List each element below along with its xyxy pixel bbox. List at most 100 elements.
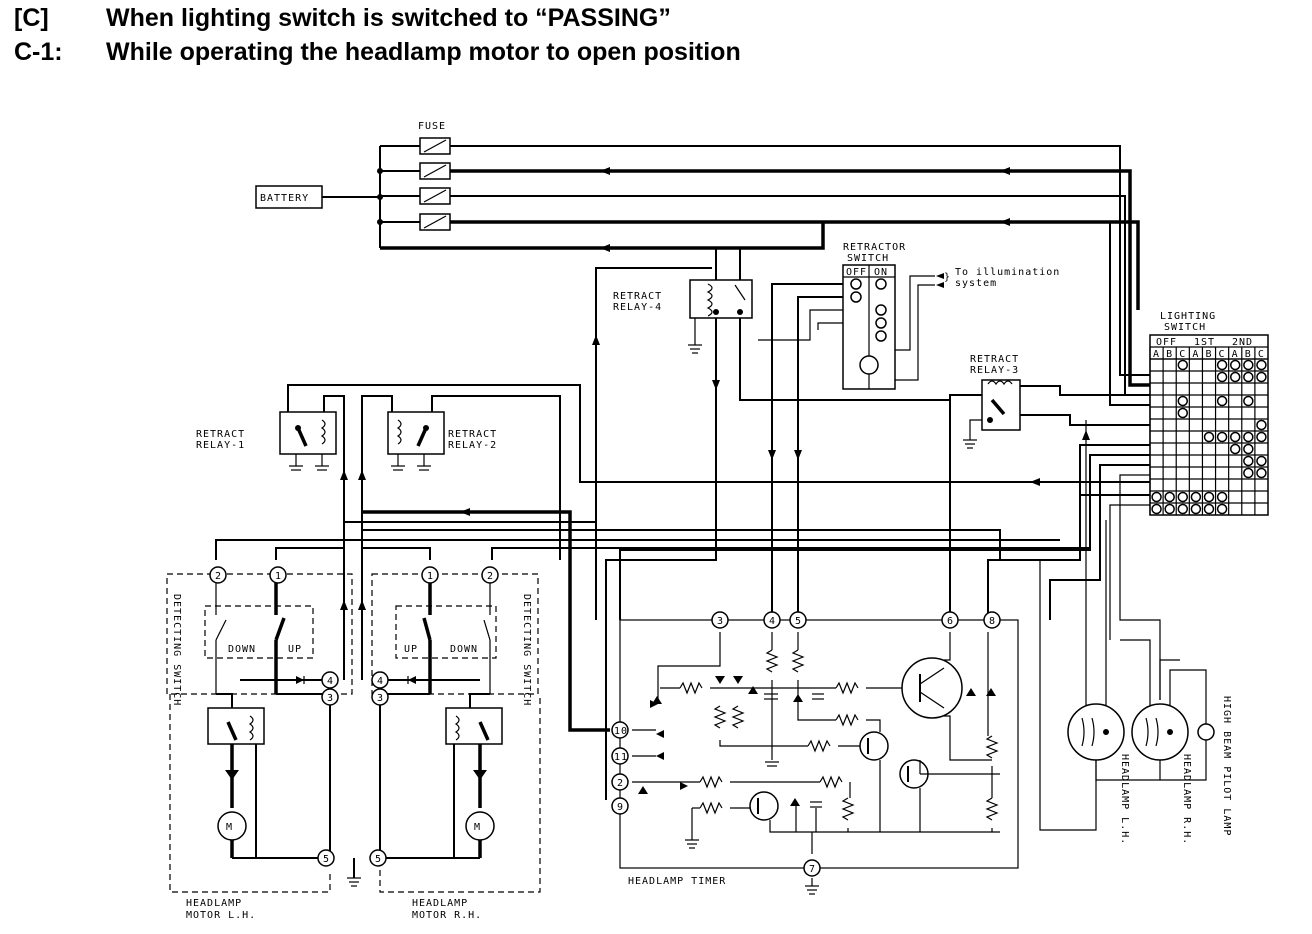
detecting-switch-label-lh: DETECTING SWITCH: [171, 594, 182, 706]
retract-relay-1-label-1: RETRACT: [196, 429, 245, 440]
terminal-number: 3: [377, 693, 384, 704]
motor-rh-label-1: HEADLAMP: [412, 898, 468, 909]
terminal-number: 2: [617, 778, 624, 789]
motor-lh-label-1: HEADLAMP: [186, 898, 242, 909]
terminal-number: 6: [947, 616, 954, 627]
detecting-switch-lh: DOWN UP DETECTING SWITCH: [166, 573, 353, 706]
fuse-label: FUSE: [418, 121, 446, 132]
terminal-circle: [269, 566, 287, 584]
heading-1-tag: [C]: [14, 4, 49, 32]
retractor-on-label: ON: [874, 267, 888, 278]
terminal-circle: [371, 688, 389, 706]
headlamp-motor-lh: M HEADLAMP MOTOR L.H.: [186, 707, 265, 921]
heading-1-text: When lighting switch is switched to “PAS…: [106, 4, 671, 32]
terminal-number: 3: [327, 693, 334, 704]
headlamp-rh-label: HEADLAMP R.H.: [1181, 754, 1192, 845]
terminal-circle: [317, 849, 335, 867]
terminal-circle: [321, 671, 339, 689]
ls-col-label: B: [1166, 349, 1173, 360]
terminal-circle: [481, 566, 499, 584]
retract-relay-1-label-2: RELAY-1: [196, 440, 245, 451]
terminal-circle: [421, 566, 439, 584]
terminal-number: 7: [809, 864, 816, 875]
detecting-up-label-rh: UP: [404, 644, 418, 655]
retract-relay-4-label-1: RETRACT: [613, 291, 662, 302]
retractor-switch: RETRACTOR SWITCH OFF ON To illumination …: [842, 242, 1060, 390]
heading-line-2: C-1: While operating the headlamp motor t…: [14, 38, 741, 67]
svg-text:M: M: [226, 822, 233, 833]
retract-relay-1: RETRACT RELAY-1: [196, 411, 337, 471]
terminal-number: 5: [375, 854, 382, 865]
headlamp-timer-label: HEADLAMP TIMER: [628, 876, 726, 887]
high-beam-pilot-lamp: HIGH BEAM PILOT LAMP: [1197, 696, 1232, 836]
terminal-circle: [803, 859, 821, 877]
ls-2nd-label: 2ND: [1232, 337, 1253, 348]
headlamp-motor-rh: M HEADLAMP MOTOR R.H.: [412, 707, 503, 921]
headlamp-rh: HEADLAMP R.H.: [1131, 703, 1192, 845]
ls-col-label: A: [1232, 349, 1239, 360]
detecting-switch-label-rh: DETECTING SWITCH: [521, 594, 532, 706]
terminal-number: 9: [617, 802, 624, 813]
terminal-number: 1: [275, 571, 282, 582]
fuse-block: FUSE: [418, 121, 451, 231]
illumination-label-2: system: [955, 278, 997, 289]
retract-relay-3-label-1: RETRACT: [970, 354, 1019, 365]
ls-col-label: C: [1179, 349, 1186, 360]
motor-rh-label-2: MOTOR R.H.: [412, 910, 482, 921]
terminal-number: 2: [487, 571, 494, 582]
terminal-circle: [371, 671, 389, 689]
battery-label: BATTERY: [260, 193, 309, 204]
terminal-number: 2: [215, 571, 222, 582]
svg-text:M: M: [474, 822, 481, 833]
terminal-circle: [369, 849, 387, 867]
terminal-number: 5: [795, 616, 802, 627]
terminal-circle: [611, 747, 629, 765]
detecting-up-label-lh: UP: [288, 644, 302, 655]
svg-text:}: }: [944, 272, 951, 283]
terminal-number: 10: [614, 726, 628, 737]
ls-off-label: OFF: [1156, 337, 1177, 348]
terminal-number: 1: [427, 571, 434, 582]
illumination-label-1: To illumination: [955, 267, 1060, 278]
ls-col-label: B: [1245, 349, 1252, 360]
terminal-circle: [941, 611, 959, 629]
terminal-number: 3: [717, 616, 724, 627]
high-beam-label: HIGH BEAM PILOT LAMP: [1221, 696, 1232, 836]
heading-2-text: While operating the headlamp motor to op…: [106, 38, 741, 66]
lighting-switch-label-1: LIGHTING: [1160, 311, 1216, 322]
terminal-circle: [321, 688, 339, 706]
heading-2-tag: C-1:: [14, 38, 63, 66]
motor-lh-label-2: MOTOR L.H.: [186, 910, 256, 921]
retract-relay-4-label-2: RELAY-4: [613, 302, 662, 313]
terminal-number: 11: [614, 752, 628, 763]
retractor-switch-label-2: SWITCH: [847, 253, 889, 264]
lighting-switch-label-2: SWITCH: [1164, 322, 1206, 333]
retractor-switch-label-1: RETRACTOR: [843, 242, 906, 253]
ls-col-label: B: [1205, 349, 1212, 360]
heading-line-1: [C] When lighting switch is switched to “…: [14, 4, 671, 33]
detecting-switch-rh: UP DOWN DETECTING SWITCH: [371, 573, 539, 706]
terminal-circle: [983, 611, 1001, 629]
detecting-down-label-lh: DOWN: [228, 644, 256, 655]
retract-relay-2-label-2: RELAY-2: [448, 440, 497, 451]
retract-relay-3: RETRACT RELAY-3: [963, 354, 1021, 449]
retract-relay-3-label-2: RELAY-3: [970, 365, 1019, 376]
terminal-number: 4: [377, 676, 384, 687]
terminal-circle: [789, 611, 807, 629]
retract-relay-2: RETRACT RELAY-2: [387, 411, 497, 471]
headlamp-lh-label: HEADLAMP L.H.: [1119, 754, 1130, 845]
terminal-circle: [611, 773, 629, 791]
terminal-circle: [763, 611, 781, 629]
terminal-number: 5: [323, 854, 330, 865]
terminal-number: 4: [327, 676, 334, 687]
retract-relay-4: RETRACT RELAY-4: [613, 279, 753, 354]
headlamp-timer: HEADLAMP TIMER: [619, 619, 1019, 895]
ls-col-label: C: [1258, 349, 1265, 360]
battery: BATTERY: [255, 185, 323, 209]
terminal-circle: [611, 721, 629, 739]
retract-relay-2-label-1: RETRACT: [448, 429, 497, 440]
terminal-circle: [711, 611, 729, 629]
